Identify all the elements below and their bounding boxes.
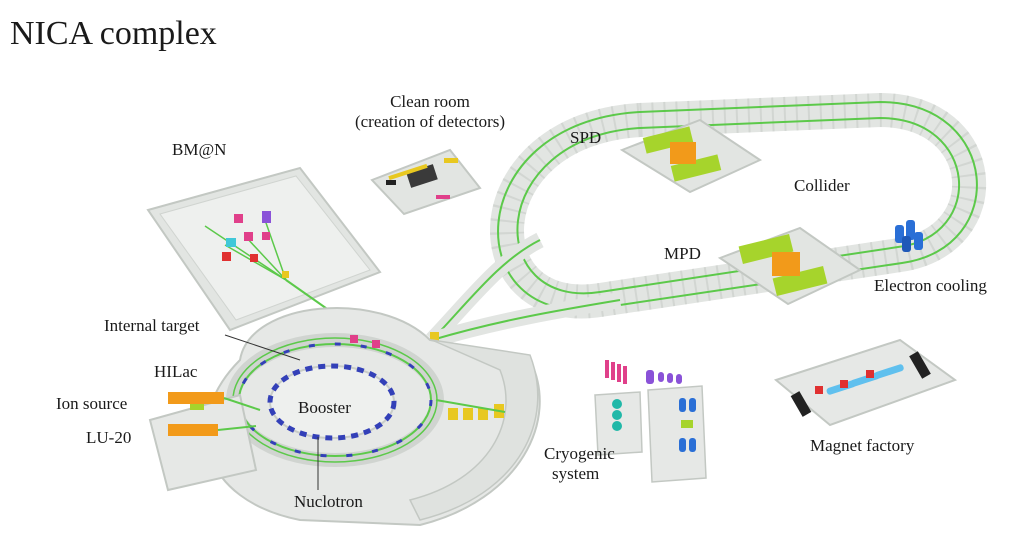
magnet-factory-block — [773, 338, 958, 427]
spd-label: SPD — [570, 128, 602, 147]
spd-detector — [619, 118, 763, 194]
mpd-detector — [717, 226, 862, 306]
bmn-magnet-magenta — [234, 214, 243, 223]
hilac-label: HILac — [154, 362, 198, 381]
cryogenic-label-line1: Cryogenic — [544, 444, 615, 463]
lu20-linac — [168, 424, 218, 436]
bmn-label: BM@N — [172, 140, 227, 159]
bmn-detector-magenta — [244, 232, 253, 241]
clean-room-block — [370, 148, 482, 216]
cryogenic-label-line2: system — [552, 464, 600, 483]
clean-room-label: Clean room (creation of detectors) — [340, 92, 520, 132]
electron-cooling-unit — [895, 220, 923, 252]
diagram-title: NICA complex — [10, 15, 217, 52]
mpd-label: MPD — [664, 244, 701, 263]
lu20-label: LU-20 — [86, 428, 132, 447]
bmn-detector-red-2 — [250, 254, 258, 262]
magnet-factory-label: Magnet factory — [810, 436, 915, 455]
ion-source-label: Ion source — [56, 394, 128, 413]
clean-room-label-line1: Clean room — [390, 92, 470, 111]
cryogenic-label: Cryogenic system — [544, 444, 615, 484]
nuclotron-building — [205, 307, 541, 527]
booster-label: Booster — [298, 398, 351, 417]
bmn-hall — [146, 166, 382, 332]
clean-room-label-line2: (creation of detectors) — [354, 112, 506, 131]
collider-label: Collider — [794, 176, 850, 195]
internal-target-leader — [224, 334, 301, 361]
injector-complex — [148, 392, 261, 492]
collider-ring — [426, 92, 987, 348]
bmn-detector-red — [222, 252, 231, 261]
bmn-magnet-purple — [262, 211, 271, 223]
bmn-target — [282, 271, 289, 278]
internal-target-label: Internal target — [104, 316, 200, 335]
electron-cooling-label: Electron cooling — [874, 276, 987, 295]
bmn-detector-cyan — [226, 238, 236, 247]
hilac-linac — [168, 392, 224, 404]
cryogenic-block — [594, 360, 707, 483]
bmn-detector-magenta-2 — [262, 232, 270, 240]
nuclotron-label: Nuclotron — [294, 492, 363, 511]
